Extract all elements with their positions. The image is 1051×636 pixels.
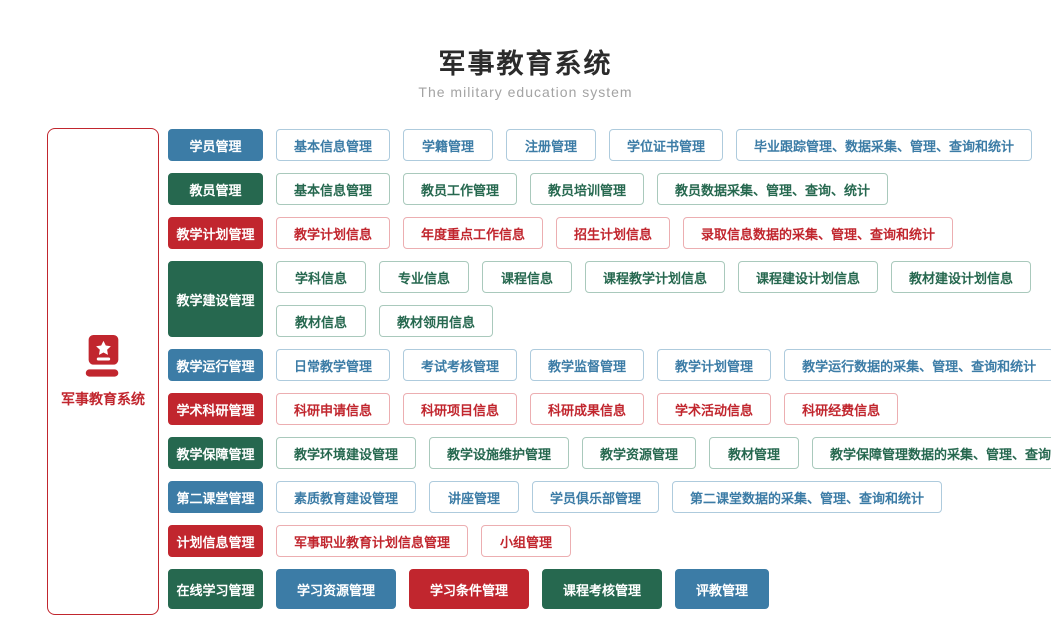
sub-item-button[interactable]: 教员培训管理 <box>530 173 645 205</box>
sub-item-button[interactable]: 教学资源管理 <box>582 437 697 469</box>
sub-item-line: 教材信息教材领用信息 <box>276 305 1031 337</box>
page-title: 军事教育系统 <box>438 49 613 79</box>
sub-item-lines: 教学计划信息年度重点工作信息招生计划信息录取信息数据的采集、管理、查询和统计 <box>276 217 954 249</box>
module-row: 教学计划管理教学计划信息年度重点工作信息招生计划信息录取信息数据的采集、管理、查… <box>168 217 954 249</box>
sub-item-lines: 教学环境建设管理教学设施维护管理教学资源管理教材管理教学保障管理数据的采集、管理… <box>276 437 1051 469</box>
sub-item-button[interactable]: 教学计划管理 <box>657 349 772 381</box>
sub-item-button[interactable]: 教材管理 <box>709 437 800 469</box>
module-row: 教学建设管理学科信息专业信息课程信息课程教学计划信息课程建设计划信息教材建设计划… <box>168 261 1032 337</box>
sub-item-button[interactable]: 科研申请信息 <box>276 393 391 425</box>
sub-item-button[interactable]: 日常教学管理 <box>276 349 391 381</box>
sub-item-button[interactable]: 学籍管理 <box>403 129 494 161</box>
sub-item-button[interactable]: 教学设施维护管理 <box>429 437 570 469</box>
sub-item-button[interactable]: 年度重点工作信息 <box>403 217 544 249</box>
sub-item-lines: 基本信息管理学籍管理注册管理学位证书管理毕业跟踪管理、数据采集、管理、查询和统计 <box>276 129 1033 161</box>
sub-item-button[interactable]: 学员俱乐部管理 <box>532 481 660 513</box>
module-rows: 学员管理基本信息管理学籍管理注册管理学位证书管理毕业跟踪管理、数据采集、管理、查… <box>168 129 1051 609</box>
sub-item-button[interactable]: 专业信息 <box>379 261 469 293</box>
sub-item-button[interactable]: 第二课堂数据的采集、管理、查询和统计 <box>672 481 943 513</box>
sub-item-button[interactable]: 毕业跟踪管理、数据采集、管理、查询和统计 <box>736 129 1033 161</box>
sub-item-button[interactable]: 学位证书管理 <box>609 129 724 161</box>
sub-item-button[interactable]: 录取信息数据的采集、管理、查询和统计 <box>683 217 954 249</box>
sub-item-lines: 科研申请信息科研项目信息科研成果信息学术活动信息科研经费信息 <box>276 393 899 425</box>
sub-item-button[interactable]: 学术活动信息 <box>657 393 772 425</box>
sub-item-lines: 军事职业教育计划信息管理小组管理 <box>276 525 572 557</box>
sub-item-button[interactable]: 课程信息 <box>482 261 572 293</box>
category-button[interactable]: 教学建设管理 <box>168 261 263 337</box>
module-row: 教学运行管理日常教学管理考试考核管理教学监督管理教学计划管理教学运行数据的采集、… <box>168 349 1051 381</box>
sub-item-lines: 学科信息专业信息课程信息课程教学计划信息课程建设计划信息教材建设计划信息教材信息… <box>276 261 1032 337</box>
category-button[interactable]: 学员管理 <box>168 129 263 161</box>
category-button[interactable]: 教学计划管理 <box>168 217 263 249</box>
root-label: 军事教育系统 <box>61 391 145 407</box>
sub-item-button[interactable]: 小组管理 <box>481 525 572 557</box>
sub-item-line: 学习资源管理学习条件管理课程考核管理评教管理 <box>276 569 770 609</box>
module-row: 第二课堂管理素质教育建设管理讲座管理学员俱乐部管理第二课堂数据的采集、管理、查询… <box>168 481 943 513</box>
sub-item-button[interactable]: 评教管理 <box>675 569 770 609</box>
sub-item-lines: 基本信息管理教员工作管理教员培训管理教员数据采集、管理、查询、统计 <box>276 173 889 205</box>
sub-item-lines: 日常教学管理考试考核管理教学监督管理教学计划管理教学运行数据的采集、管理、查询和… <box>276 349 1051 381</box>
sub-item-lines: 学习资源管理学习条件管理课程考核管理评教管理 <box>276 569 770 609</box>
category-button[interactable]: 学术科研管理 <box>168 393 263 425</box>
sub-item-button[interactable]: 讲座管理 <box>429 481 520 513</box>
sub-item-button[interactable]: 教材领用信息 <box>379 305 494 337</box>
sub-item-button[interactable]: 课程建设计划信息 <box>738 261 879 293</box>
sub-item-button[interactable]: 科研项目信息 <box>403 393 518 425</box>
sub-item-button[interactable]: 学习资源管理 <box>276 569 397 609</box>
sub-item-button[interactable]: 学科信息 <box>276 261 366 293</box>
sub-item-button[interactable]: 教学计划信息 <box>276 217 391 249</box>
sub-item-button[interactable]: 教学保障管理数据的采集、管理、查询和统计 <box>812 437 1051 469</box>
category-button[interactable]: 教学运行管理 <box>168 349 263 381</box>
sub-item-line: 基本信息管理教员工作管理教员培训管理教员数据采集、管理、查询、统计 <box>276 173 889 205</box>
module-row: 学员管理基本信息管理学籍管理注册管理学位证书管理毕业跟踪管理、数据采集、管理、查… <box>168 129 1033 161</box>
sub-item-line: 军事职业教育计划信息管理小组管理 <box>276 525 572 557</box>
sub-item-button[interactable]: 课程考核管理 <box>542 569 663 609</box>
sub-item-button[interactable]: 科研经费信息 <box>784 393 899 425</box>
page-subtitle: The military education system <box>418 84 633 100</box>
category-button[interactable]: 教学保障管理 <box>168 437 263 469</box>
module-row: 学术科研管理科研申请信息科研项目信息科研成果信息学术活动信息科研经费信息 <box>168 393 899 425</box>
sub-item-button[interactable]: 素质教育建设管理 <box>276 481 417 513</box>
sub-item-line: 科研申请信息科研项目信息科研成果信息学术活动信息科研经费信息 <box>276 393 899 425</box>
category-button[interactable]: 教员管理 <box>168 173 263 205</box>
sub-item-button[interactable]: 教材信息 <box>276 305 366 337</box>
sub-item-button[interactable]: 科研成果信息 <box>530 393 645 425</box>
module-row: 教员管理基本信息管理教员工作管理教员培训管理教员数据采集、管理、查询、统计 <box>168 173 889 205</box>
sub-item-button[interactable]: 教学环境建设管理 <box>276 437 417 469</box>
sub-item-button[interactable]: 考试考核管理 <box>403 349 518 381</box>
sub-item-line: 教学计划信息年度重点工作信息招生计划信息录取信息数据的采集、管理、查询和统计 <box>276 217 954 249</box>
sub-item-line: 基本信息管理学籍管理注册管理学位证书管理毕业跟踪管理、数据采集、管理、查询和统计 <box>276 129 1033 161</box>
sub-item-button[interactable]: 招生计划信息 <box>556 217 671 249</box>
sub-item-button[interactable]: 基本信息管理 <box>276 129 391 161</box>
sub-item-button[interactable]: 课程教学计划信息 <box>585 261 726 293</box>
book-star-icon <box>80 334 126 379</box>
module-row: 教学保障管理教学环境建设管理教学设施维护管理教学资源管理教材管理教学保障管理数据… <box>168 437 1051 469</box>
module-row: 在线学习管理学习资源管理学习条件管理课程考核管理评教管理 <box>168 569 770 609</box>
module-row: 计划信息管理军事职业教育计划信息管理小组管理 <box>168 525 572 557</box>
category-button[interactable]: 计划信息管理 <box>168 525 263 557</box>
sub-item-button[interactable]: 教员工作管理 <box>403 173 518 205</box>
root-panel: 军事教育系统 <box>47 128 159 615</box>
category-button[interactable]: 在线学习管理 <box>168 569 263 609</box>
sub-item-button[interactable]: 军事职业教育计划信息管理 <box>276 525 469 557</box>
sub-item-button[interactable]: 注册管理 <box>506 129 597 161</box>
category-button[interactable]: 第二课堂管理 <box>168 481 263 513</box>
sub-item-lines: 素质教育建设管理讲座管理学员俱乐部管理第二课堂数据的采集、管理、查询和统计 <box>276 481 943 513</box>
sub-item-line: 教学环境建设管理教学设施维护管理教学资源管理教材管理教学保障管理数据的采集、管理… <box>276 437 1051 469</box>
sub-item-button[interactable]: 基本信息管理 <box>276 173 391 205</box>
sub-item-button[interactable]: 教材建设计划信息 <box>891 261 1032 293</box>
sub-item-line: 素质教育建设管理讲座管理学员俱乐部管理第二课堂数据的采集、管理、查询和统计 <box>276 481 943 513</box>
sub-item-line: 学科信息专业信息课程信息课程教学计划信息课程建设计划信息教材建设计划信息 <box>276 261 1032 293</box>
sub-item-button[interactable]: 学习条件管理 <box>409 569 530 609</box>
sub-item-button[interactable]: 教学监督管理 <box>530 349 645 381</box>
sub-item-button[interactable]: 教学运行数据的采集、管理、查询和统计 <box>784 349 1051 381</box>
sub-item-button[interactable]: 教员数据采集、管理、查询、统计 <box>657 173 889 205</box>
sub-item-line: 日常教学管理考试考核管理教学监督管理教学计划管理教学运行数据的采集、管理、查询和… <box>276 349 1051 381</box>
